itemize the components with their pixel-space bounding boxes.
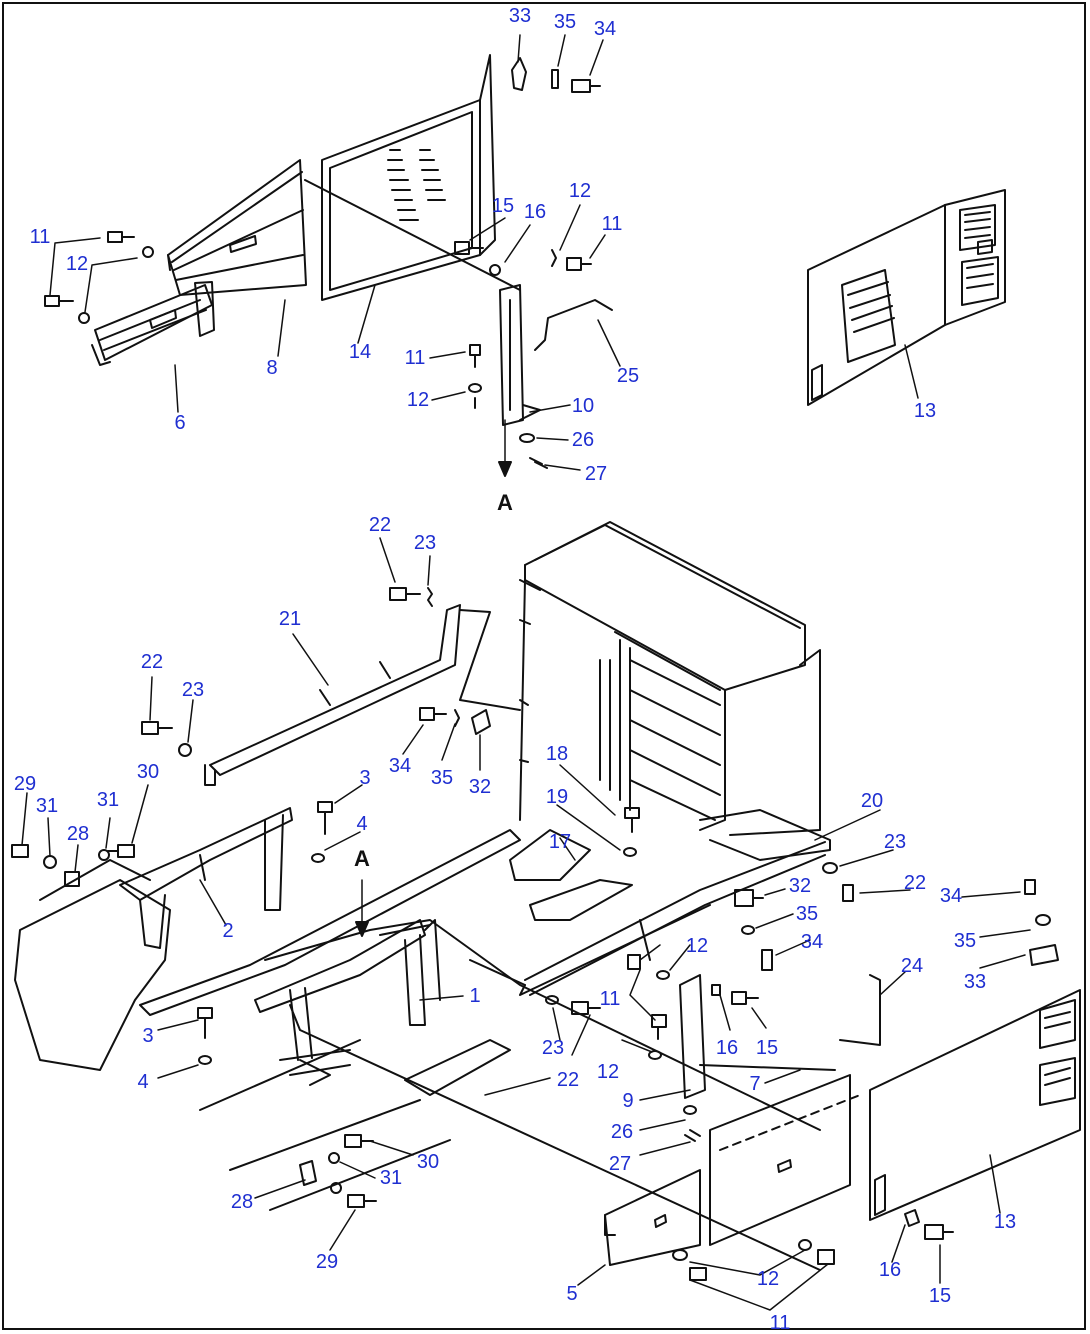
part-label-27: 27 xyxy=(609,1153,631,1175)
part-label-35: 35 xyxy=(954,930,976,952)
part-label-11: 11 xyxy=(600,988,621,1010)
top-hardware-drawing xyxy=(44,57,613,469)
part-label-35: 35 xyxy=(796,903,818,925)
part-label-13: 13 xyxy=(994,1211,1016,1233)
panel-13-top-drawing xyxy=(807,189,1006,406)
part-label-34: 34 xyxy=(389,755,411,777)
part-label-14: 14 xyxy=(349,341,371,363)
part-label-31: 31 xyxy=(380,1167,402,1189)
part-label-15: 15 xyxy=(756,1037,778,1059)
part-label-25: 25 xyxy=(617,365,639,387)
part-label-7: 7 xyxy=(749,1073,760,1095)
main-frame-drawing xyxy=(14,809,831,1271)
view-marker-a-1: A xyxy=(497,490,513,515)
part-label-34: 34 xyxy=(940,885,962,907)
part-label-32: 32 xyxy=(789,875,811,897)
part-label-33: 33 xyxy=(509,5,531,27)
part-label-22: 22 xyxy=(369,514,391,536)
part-label-35: 35 xyxy=(554,11,576,33)
part-label-12: 12 xyxy=(757,1268,779,1290)
part-label-11: 11 xyxy=(602,213,623,235)
view-markers: AA xyxy=(354,490,513,871)
part-label-33: 33 xyxy=(964,971,986,993)
part-label-26: 26 xyxy=(572,429,594,451)
part-label-17: 17 xyxy=(549,831,571,853)
panel-14-drawing xyxy=(304,54,521,301)
part-label-32: 32 xyxy=(469,776,491,798)
part-label-1: 1 xyxy=(469,985,480,1007)
part-label-30: 30 xyxy=(137,761,159,783)
part-label-11: 11 xyxy=(770,1312,791,1334)
part-label-24: 24 xyxy=(901,955,923,977)
part-label-16: 16 xyxy=(716,1037,738,1059)
part-label-16: 16 xyxy=(879,1259,901,1281)
part-label-13: 13 xyxy=(914,400,936,422)
part-label-20: 20 xyxy=(861,790,883,812)
part-label-11: 11 xyxy=(405,347,426,369)
panel-8-drawing xyxy=(167,159,307,296)
part-label-12: 12 xyxy=(407,389,429,411)
bar-21-drawing xyxy=(204,604,521,786)
part-label-16: 16 xyxy=(524,201,546,223)
part-label-22: 22 xyxy=(904,872,926,894)
part-label-2: 2 xyxy=(222,920,233,942)
view-marker-a-2: A xyxy=(354,846,370,871)
part-label-12: 12 xyxy=(686,935,708,957)
part-label-8: 8 xyxy=(266,357,277,379)
part-label-22: 22 xyxy=(141,651,163,673)
part-label-21: 21 xyxy=(279,608,301,630)
part-label-22: 22 xyxy=(557,1069,579,1091)
part-label-12: 12 xyxy=(569,180,591,202)
part-label-6: 6 xyxy=(174,412,185,434)
part-label-29: 29 xyxy=(316,1251,338,1273)
lower-right-parts-drawing xyxy=(299,974,1081,1281)
part-label-19: 19 xyxy=(546,786,568,808)
part-label-10: 10 xyxy=(572,395,594,417)
part-label-23: 23 xyxy=(542,1037,564,1059)
part-label-29: 29 xyxy=(14,773,36,795)
part-label-15: 15 xyxy=(929,1285,951,1307)
part-label-23: 23 xyxy=(884,831,906,853)
part-label-34: 34 xyxy=(801,931,823,953)
part-label-34: 34 xyxy=(594,18,616,40)
part-label-4: 4 xyxy=(356,813,367,835)
bar-20-drawing xyxy=(519,904,711,996)
part-label-28: 28 xyxy=(67,823,89,845)
view-arrows xyxy=(355,419,512,937)
leader-lines xyxy=(21,34,1031,1311)
part-label-12: 12 xyxy=(66,253,88,275)
part-label-12: 12 xyxy=(597,1061,619,1083)
part-label-11: 11 xyxy=(30,226,51,248)
part-label-28: 28 xyxy=(231,1191,253,1213)
part-label-23: 23 xyxy=(414,532,436,554)
part-label-23: 23 xyxy=(182,679,204,701)
part-label-30: 30 xyxy=(417,1151,439,1173)
part-label-4: 4 xyxy=(137,1071,148,1093)
part-label-31: 31 xyxy=(97,789,119,811)
part-label-18: 18 xyxy=(546,743,568,765)
part-label-35: 35 xyxy=(431,767,453,789)
battery-box-drawing xyxy=(519,521,821,836)
part-label-31: 31 xyxy=(36,795,58,817)
brackets-2-and-1-drawing xyxy=(119,807,441,1026)
part-label-9: 9 xyxy=(622,1090,633,1112)
part-label-5: 5 xyxy=(566,1283,577,1305)
part-label-27: 27 xyxy=(585,463,607,485)
panel-6-drawing xyxy=(91,281,215,366)
part-label-15: 15 xyxy=(492,195,514,217)
part-label-26: 26 xyxy=(611,1121,633,1143)
part-label-3: 3 xyxy=(142,1025,153,1047)
part-label-3: 3 xyxy=(359,767,370,789)
